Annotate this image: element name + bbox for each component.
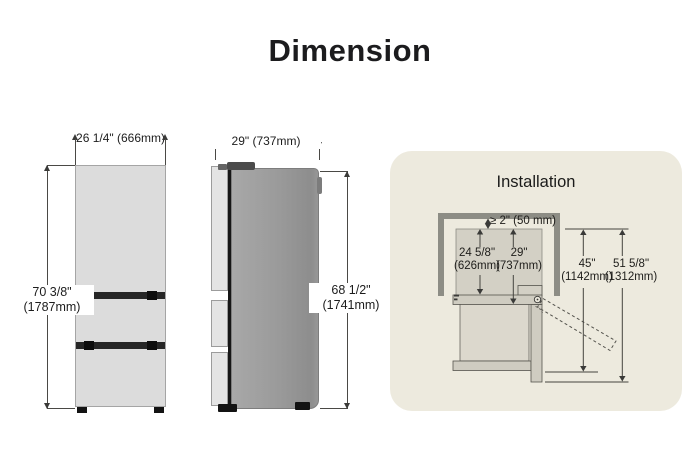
top-clearance-label: ≥ 2" (50 mm) <box>490 215 556 227</box>
arrowhead-up <box>161 134 168 140</box>
door-swing-dashed <box>536 297 617 352</box>
door-swing-arc <box>535 306 543 314</box>
arrowhead-down <box>580 366 587 372</box>
depth-with-door-label: 29" (737mm) <box>488 247 550 273</box>
arrowhead-down <box>484 223 492 229</box>
door-open-90 <box>530 304 543 383</box>
arrowhead-down <box>510 298 517 304</box>
dimension-extension-line <box>75 139 76 165</box>
arrowhead-up <box>580 229 587 235</box>
arrowhead-up <box>71 134 78 140</box>
dimension-extension-line <box>320 171 347 172</box>
arrowhead-up <box>619 229 626 235</box>
dimension-extension-line <box>319 142 320 160</box>
front-height-dimension-label: 70 3/8" (1787mm) <box>10 285 94 315</box>
side-door-edge-top <box>211 166 228 291</box>
fridge-foot <box>77 407 87 413</box>
band-detail <box>147 291 157 300</box>
dimension-extension-line <box>48 408 75 409</box>
fridge-foot <box>218 404 237 412</box>
hinge-pivot-dot <box>536 298 539 301</box>
depth-with-door-mm: (737mm) <box>495 260 542 272</box>
depth-door-open-mm: (1312mm) <box>604 271 658 283</box>
page-title: Dimension <box>268 33 432 68</box>
left-hinge-mark <box>454 298 458 301</box>
arrowhead-down <box>619 376 626 382</box>
dimension-extension-line <box>48 165 75 166</box>
arrowhead-down <box>43 403 50 409</box>
arrowhead-up <box>343 171 350 177</box>
drawer-extended <box>459 304 530 362</box>
hinge-notch <box>517 285 543 296</box>
alcove-back-wall <box>438 213 560 219</box>
left-hinge-mark <box>454 294 459 297</box>
arrowhead-up <box>510 229 517 235</box>
arrowhead-down <box>343 403 350 409</box>
arrowhead-up <box>43 165 50 171</box>
band-detail <box>84 341 94 350</box>
fridge-foot <box>295 402 310 410</box>
installation-diagram <box>438 213 629 383</box>
front-width-dimension-label: 26 1/4" (666mm) <box>76 131 165 145</box>
depth-drawer-open-inches: 45" <box>578 258 596 270</box>
dimension-extension-line <box>215 142 216 160</box>
depth-with-door-inches: 29" <box>510 247 528 259</box>
refrigerator-side-view <box>231 168 319 409</box>
drawer-front <box>452 360 532 371</box>
depth-door-open-label: 51 5/8" (1312mm) <box>599 258 663 284</box>
installation-card: Installation <box>390 151 682 411</box>
door-gap-shadow <box>228 166 231 406</box>
side-door-edge-bottom <box>211 352 228 406</box>
front-height-mm: (1787mm) <box>23 300 81 314</box>
arrowhead-up <box>476 229 484 235</box>
door-closed <box>452 294 543 305</box>
arrowhead-up <box>484 218 492 224</box>
depth-without-door-mm: (626mm) <box>453 260 500 272</box>
depth-drawer-open-mm: (1142mm) <box>561 271 613 283</box>
band-detail <box>147 341 157 350</box>
installation-title: Installation <box>496 173 576 191</box>
front-height-inches: 70 3/8" <box>32 285 72 299</box>
depth-door-open-inches: 51 5/8" <box>612 258 650 270</box>
hinge-pin <box>218 164 227 170</box>
side-height-mm: (1741mm) <box>322 298 380 312</box>
fridge-foot <box>154 407 164 413</box>
side-height-inches: 68 1/2" <box>331 283 371 297</box>
depth-without-door-label: 24 5/8" (626mm) <box>446 247 508 273</box>
drawer-divider-band <box>76 341 165 350</box>
arrowhead-down <box>476 289 484 295</box>
rear-detail <box>317 177 322 194</box>
dimension-extension-line <box>320 408 347 409</box>
side-width-dimension-label: 29" (737mm) <box>211 134 321 149</box>
side-door-edge-middle <box>211 300 228 347</box>
fridge-top-view <box>455 228 543 297</box>
dimension-extension-line <box>165 139 166 165</box>
side-height-dimension-label: 68 1/2" (1741mm) <box>309 283 393 313</box>
depth-without-door-inches: 24 5/8" <box>458 247 496 259</box>
alcove-left-wall <box>438 213 444 296</box>
top-hinge <box>227 162 255 170</box>
alcove-right-wall <box>554 213 560 296</box>
depth-drawer-open-label: 45" (1142mm) <box>556 258 618 284</box>
